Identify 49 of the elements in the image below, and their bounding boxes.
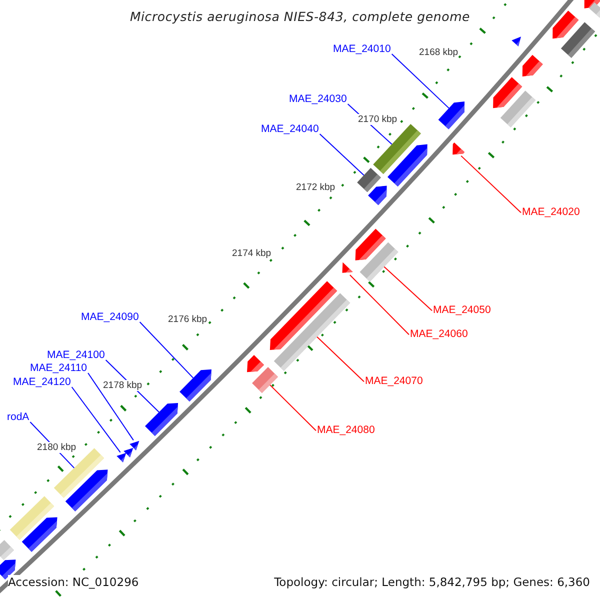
gene-label: MAE_24060 (410, 328, 468, 340)
gene-block (388, 144, 428, 186)
scale-label: 2178 kbp (103, 380, 142, 391)
leader-line (71, 386, 121, 453)
gene-label: MAE_24080 (317, 424, 375, 436)
gene-label: MAE_24030 (289, 93, 347, 105)
title: Microcystis aeruginosa NIES-843, complete genome (130, 9, 470, 24)
gene-label: MAE_24010 (333, 43, 391, 55)
gene-block (180, 369, 212, 402)
leader-line (88, 372, 134, 441)
gene-bar (589, 2, 600, 18)
scale-label: 2172 kbp (296, 182, 336, 193)
gene-block (522, 54, 543, 76)
gene-label: MAE_24090 (81, 311, 139, 323)
gene-block (452, 142, 465, 155)
leader-line (319, 134, 364, 176)
gene-label: MAE_24100 (47, 349, 105, 361)
gene-label: MAE_24040 (261, 123, 319, 135)
gene-label: MAE_24070 (365, 375, 423, 387)
gene-block (247, 355, 264, 372)
scale-label: 2174 kbp (232, 248, 272, 259)
leader-line (139, 322, 194, 378)
accession-text: Accession: NC_010296 (8, 575, 139, 589)
gene-label: MAE_24050 (433, 304, 491, 316)
gene-block (438, 101, 465, 130)
scale-label: 2170 kbp (358, 114, 398, 125)
leader-line (316, 336, 364, 382)
gene-block (116, 452, 126, 462)
gene-block (145, 402, 178, 436)
gene-label: rodA (7, 411, 30, 423)
gene-block (512, 36, 521, 46)
gene-block (552, 10, 579, 39)
gene-block (368, 186, 387, 206)
scale-label: 2168 kbp (419, 47, 458, 58)
gene-bar (0, 540, 14, 560)
gene-label: MAE_24120 (13, 376, 71, 388)
leader-line (269, 384, 316, 432)
gene-label: MAE_24110 (30, 362, 88, 374)
gene-block (22, 517, 58, 552)
gene-label: MAE_24020 (522, 206, 580, 218)
gene-block (342, 262, 353, 273)
genome-stats-text: Topology: circular; Length: 5,842,795 bp; Genes: 6,360 (274, 575, 590, 589)
gene-block (65, 470, 108, 512)
scale-label: 2176 kbp (168, 314, 208, 325)
scale-label: 2180 kbp (37, 442, 76, 453)
leader-line (384, 266, 432, 312)
leader-line (391, 54, 450, 109)
leader-line (349, 274, 410, 336)
leader-line (460, 155, 522, 214)
